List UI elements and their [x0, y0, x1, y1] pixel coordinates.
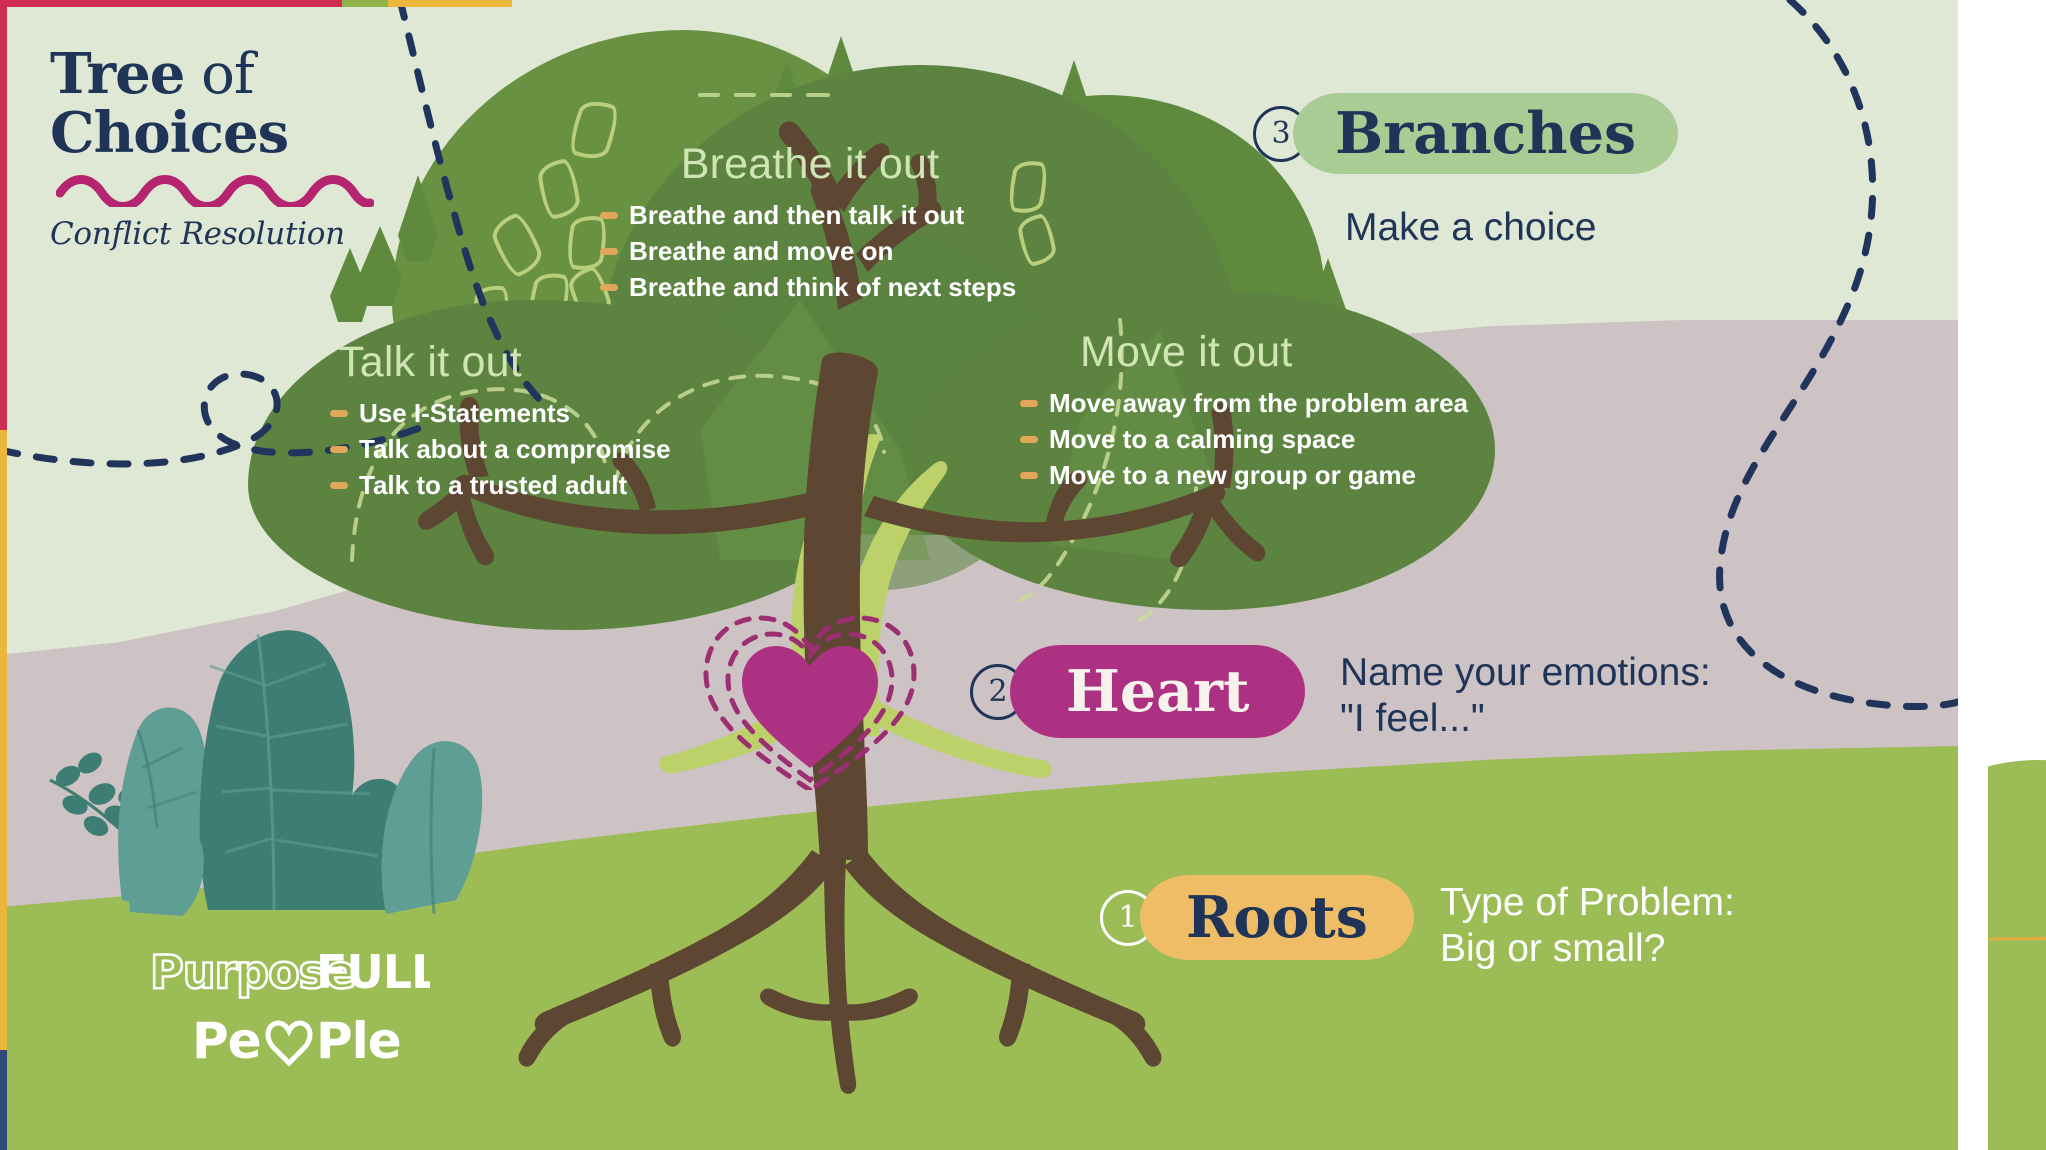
list-item: Breathe and think of next steps [600, 271, 1020, 304]
branch-item-text: Talk about a compromise [359, 433, 671, 464]
step-caption-heart-line1: Name your emotions: [1340, 651, 1711, 694]
branch-list-move: Move away from the problem area Move to … [1020, 387, 1480, 491]
logo-heart-icon [265, 1020, 313, 1067]
step-caption-heart-line2: "I feel..." [1340, 697, 1485, 741]
branch-list-talk: Use I-Statements Talk about a compromise… [330, 397, 770, 501]
branch-heading-talk: Talk it out [338, 338, 522, 386]
foliage-bush [49, 630, 483, 916]
edge-strip-left-orange [0, 430, 7, 1050]
step-pill-roots: Roots [1140, 875, 1414, 960]
edge-strip-top-orange [388, 0, 512, 7]
step-caption-heart: Name your emotions: "I feel..." [1340, 650, 1711, 742]
dash-bullet-icon [330, 410, 348, 417]
dash-bullet-icon [1020, 400, 1038, 407]
list-item: Talk about a compromise [330, 433, 770, 466]
branch-item-text: Breathe and then talk it out [629, 200, 965, 230]
step-header-roots: 1 Roots [1100, 875, 1414, 960]
branch-item-text: Talk to a trusted adult [359, 469, 628, 500]
title-subtitle: Conflict Resolution [50, 216, 345, 253]
step-header-branches: 3 Branches [1253, 93, 1679, 174]
title-line-one: Tree of [50, 46, 470, 103]
branch-item-text: Breathe and move on [629, 235, 894, 266]
branch-list-breathe: Breathe and then talk it out Breathe and… [600, 199, 1020, 303]
title-word-of: of [184, 42, 254, 107]
edge-strip-left-blue [0, 1050, 7, 1150]
title-word-tree: Tree [50, 41, 185, 107]
edge-strip-top-red [0, 0, 342, 7]
logo-text-purpose: Purpose [150, 945, 355, 999]
dash-bullet-icon [600, 283, 618, 291]
step-pill-branches: Branches [1293, 93, 1679, 174]
branch-card-talk: Talk it out Use I-Statements Talk about … [330, 338, 770, 504]
step-caption-branches: Make a choice [1345, 206, 1597, 249]
branch-item-text: Breathe and think of next steps [629, 271, 1017, 302]
step-pill-heart: Heart [1010, 645, 1306, 738]
list-item: Move to a new group or game [1020, 459, 1480, 492]
dash-bullet-icon [600, 212, 618, 219]
list-item: Breathe and move on [600, 235, 1020, 268]
logo-text-people: Pe [192, 1012, 261, 1070]
list-item: Move away from the problem area [1020, 387, 1480, 420]
adjacent-slide-preview [1988, 0, 2046, 1150]
branch-card-breathe: Breathe it out Breathe and then talk it … [600, 140, 1020, 306]
edge-strip-left-red [0, 0, 7, 430]
edge-strip-top-green [342, 0, 388, 7]
step-caption-roots-line1: Type of Problem: [1440, 881, 1735, 924]
dash-bullet-icon [600, 247, 618, 255]
squiggle-underline [55, 175, 375, 212]
branch-item-text: Move away from the problem area [1049, 388, 1469, 418]
title-line-two: Choices [50, 100, 289, 166]
branch-heading-breathe: Breathe it out [680, 140, 940, 188]
dash-bullet-icon [1020, 471, 1038, 479]
next-slide-hill-bottom [1988, 940, 2046, 1150]
branch-item-text: Move to a new group or game [1049, 459, 1416, 490]
logo-text-ple: Ple [316, 1012, 401, 1070]
branch-card-move: Move it out Move away from the problem a… [1020, 328, 1480, 494]
step-caption-roots: Type of Problem: Big or small? [1440, 880, 1735, 972]
branch-heading-move: Move it out [1080, 328, 1293, 376]
dash-bullet-icon [330, 445, 348, 453]
list-item: Talk to a trusted adult [330, 469, 770, 502]
branch-item-text: Move to a calming space [1049, 423, 1356, 454]
dash-bullet-icon [330, 481, 348, 489]
heart-symbol [703, 615, 917, 790]
step-caption-roots-line2: Big or small? [1440, 927, 1666, 971]
logo-text-full: FULL [316, 945, 430, 999]
list-item: Breathe and then talk it out [600, 199, 1020, 232]
branch-item-text: Use I-Statements [359, 398, 570, 428]
list-item: Move to a calming space [1020, 423, 1480, 456]
dash-bullet-icon [1020, 435, 1038, 443]
purposefull-people-logo: Purpose FULL Pe Ple [149, 930, 441, 1100]
poster-artboard: Tree of Choices Conflict Resolution Brea… [0, 0, 1958, 1150]
title-block: Tree of Choices Conflict Resolution [50, 46, 470, 252]
list-item: Use I-Statements [330, 397, 770, 430]
canopy-blob-move [905, 290, 1495, 610]
step-header-heart: 2 Heart [970, 645, 1306, 738]
